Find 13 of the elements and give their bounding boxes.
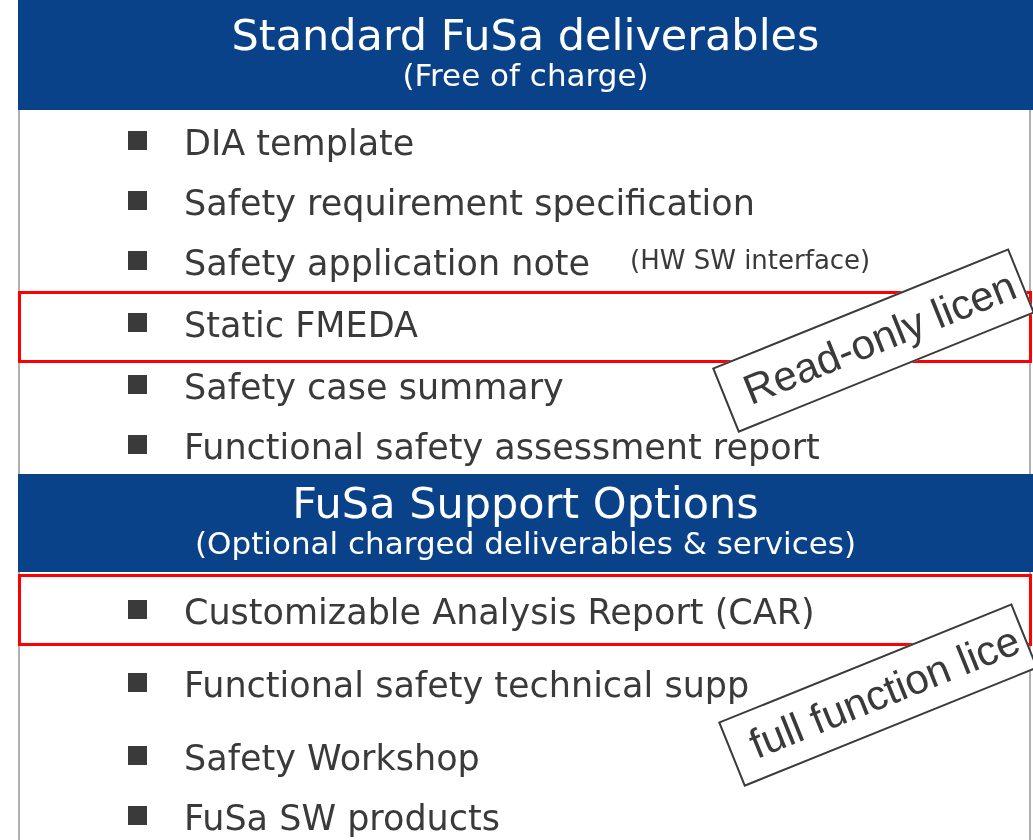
header-subtitle: (Free of charge) <box>401 58 650 92</box>
list-item: Safety Workshop <box>184 738 480 778</box>
list-item: FuSa SW products <box>184 798 500 838</box>
header-subtitle: (Optional charged deliverables & services) <box>194 526 857 560</box>
section-header <box>18 0 1033 110</box>
header-title: FuSa Support Options <box>291 480 760 526</box>
list-item: Safety application note <box>184 243 591 283</box>
list-item: DIA template <box>184 123 415 163</box>
list-item: Safety case summary <box>184 367 564 407</box>
section-header <box>18 474 1033 572</box>
list-item: Safety requirement specification <box>184 183 755 223</box>
header-title: Standard FuSa deliverables <box>230 12 821 58</box>
list-item: Static FMEDA <box>184 305 418 345</box>
